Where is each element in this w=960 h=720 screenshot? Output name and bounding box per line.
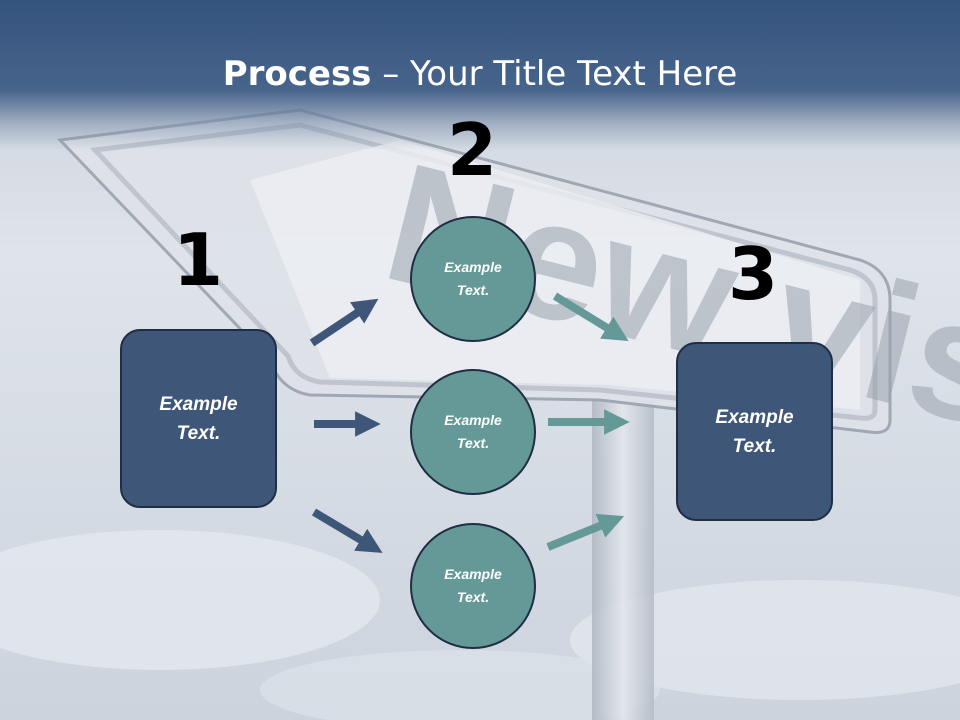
step-number-2: 2 [446,108,498,192]
step1-text: Example Text. [159,393,238,444]
title-bar [0,0,960,150]
circle-top-text: Example Text. [444,259,502,298]
circle-bottom-text: Example Text. [444,566,502,605]
arrow-to-top-circle [309,298,379,347]
circle-bottom: Example Text. [410,523,536,649]
arrow-to-bottom-circle [311,508,383,553]
step-number-3: 3 [727,232,779,316]
page-title: Process – Your Title Text Here [0,52,960,96]
circle-middle: Example Text. [410,369,536,495]
arrow-bottom-to-step3 [546,513,625,551]
step3-box: Example Text. [676,342,833,521]
title-bold: Process [222,54,372,94]
step3-text: Example Text. [715,406,794,457]
title-rest: – Your Title Text Here [371,54,738,94]
step-number-1: 1 [172,218,224,302]
arrow-top-to-step3 [552,292,629,342]
circle-middle-text: Example Text. [444,412,502,451]
circle-top: Example Text. [410,216,536,342]
step1-box: Example Text. [120,329,277,508]
